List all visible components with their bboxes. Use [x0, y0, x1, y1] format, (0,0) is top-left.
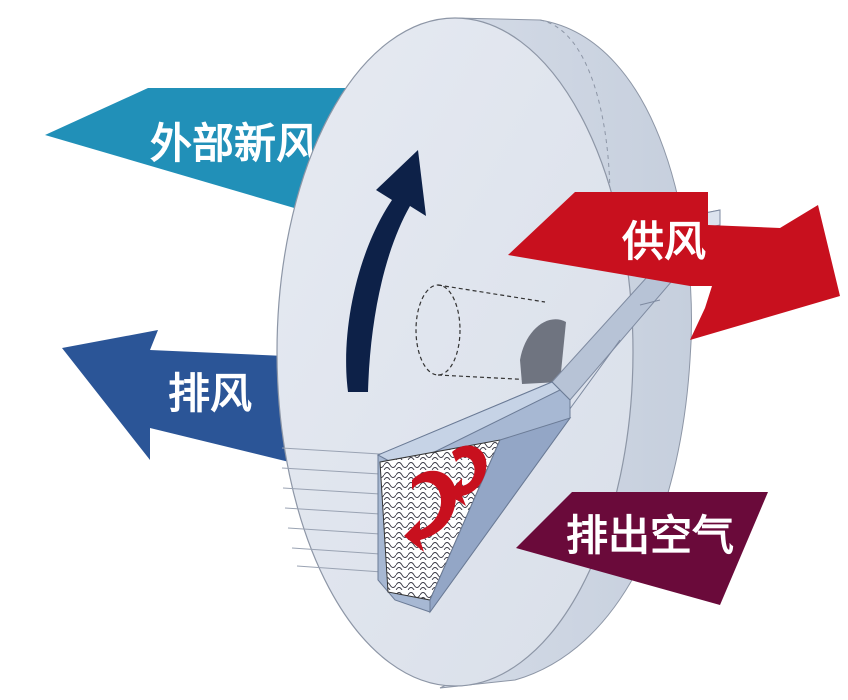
exhaust-air-label: 排风	[168, 369, 252, 418]
outdoor-fresh-air-arrow-shape	[45, 88, 375, 212]
rotary-wheel	[276, 17, 721, 689]
supply-air-arrow-shape	[508, 192, 840, 340]
discharge-air-label: 排出空气	[566, 511, 734, 560]
wheel-back-edge	[539, 19, 611, 201]
hub-shaft	[520, 319, 566, 384]
discharge-air-arrow: 排出空气	[516, 492, 768, 605]
supply-air-arrow: 供风	[508, 192, 840, 340]
wheel-cutaway	[376, 381, 572, 614]
discharge-air-arrow-shape	[516, 492, 768, 605]
wheel-media-lines	[281, 447, 383, 573]
rotation-arrow-icon	[346, 150, 426, 392]
exhaust-air-arrow: 排风	[62, 330, 330, 472]
outdoor-fresh-air-label: 外部新风	[150, 119, 318, 168]
wheel-front-face	[276, 17, 634, 687]
exhaust-air-arrow-shape	[62, 330, 330, 472]
wheel-hub	[415, 284, 566, 384]
outdoor-fresh-air-arrow: 外部新风	[45, 88, 375, 212]
swirl-flow-icon	[404, 445, 487, 552]
supply-air-label: 供风	[622, 217, 706, 266]
